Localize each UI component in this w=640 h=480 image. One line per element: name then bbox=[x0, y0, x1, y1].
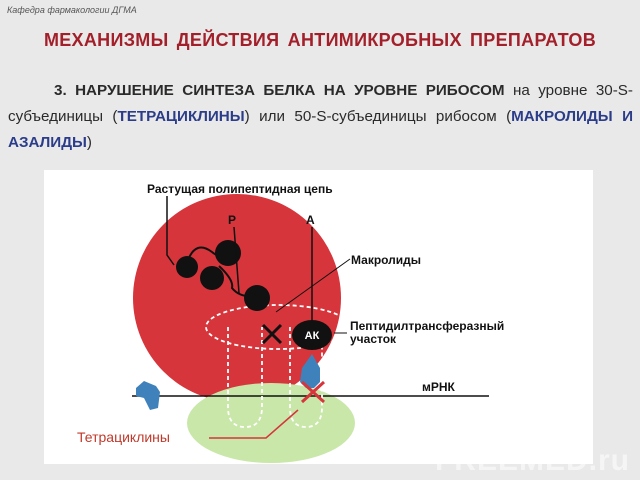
trna-p-site-outline bbox=[227, 327, 263, 428]
mrna-label: мРНК bbox=[422, 380, 456, 394]
macrolides-leader bbox=[275, 258, 351, 313]
paragraph-text-2: ) или 50-S-субъединицы рибосом ( bbox=[244, 108, 512, 125]
trna-a-site bbox=[300, 354, 320, 388]
watermark-logo: FREEMED.ru bbox=[434, 444, 630, 477]
tetracycline-block-mark bbox=[300, 380, 326, 404]
trna-left bbox=[136, 381, 160, 410]
ribosome-diagram: Растущая полипептидная цепь P A Макролид… bbox=[44, 170, 593, 464]
small-subunit-30s bbox=[187, 383, 355, 463]
site-a-label: A bbox=[306, 213, 315, 227]
amino-acid-4 bbox=[244, 285, 270, 311]
slide-title: МЕХАНИЗМЫ ДЕЙСТВИЯ АНТИМИКРОБНЫХ ПРЕПАРА… bbox=[43, 30, 597, 50]
tetracyclines-leader bbox=[209, 409, 299, 439]
macrolide-block-mark bbox=[261, 323, 283, 345]
paragraph-lead: НАРУШЕНИЕ СИНТЕЗА БЕЛКА НА УРОВНЕ РИБОСО… bbox=[75, 82, 505, 99]
chain-pointer-line bbox=[166, 196, 175, 266]
department-label: Кафедра фармакологии ДГМА bbox=[7, 5, 137, 15]
paragraph-text-1: на уровне 30-S-субъединицы ( bbox=[8, 82, 633, 125]
trna-a-site-outline bbox=[289, 327, 323, 428]
large-subunit-50s bbox=[133, 194, 341, 402]
tetracyclines-label: Тетрациклины bbox=[77, 429, 170, 445]
aminoacyl-amino-acid bbox=[292, 320, 332, 350]
peptidyl-label-line1: Пептидилтрансферазный bbox=[350, 319, 504, 333]
p-site-line bbox=[233, 226, 240, 294]
growing-chain-label: Растущая полипептидная цепь bbox=[147, 182, 333, 196]
paragraph-text-3: ) bbox=[86, 134, 92, 151]
aa-label: АК bbox=[305, 330, 320, 342]
amino-acid-2 bbox=[215, 240, 241, 266]
macrolides-label: Макролиды bbox=[351, 253, 421, 267]
paragraph-number: 3. bbox=[54, 82, 67, 99]
site-p-label: P bbox=[228, 213, 236, 227]
peptidyl-transferase-site bbox=[205, 304, 351, 350]
peptidyl-label-line2: участок bbox=[350, 332, 397, 346]
ribosome-diagram-svg: Растущая полипептидная цепь P A Макролид… bbox=[77, 182, 504, 463]
amino-acid-3 bbox=[200, 266, 224, 290]
drug-tetracyclines: ТЕТРАЦИКЛИНЫ bbox=[117, 108, 245, 125]
amino-acid-1 bbox=[176, 256, 198, 278]
description-paragraph: 3. НАРУШЕНИЕ СИНТЕЗА БЕЛКА НА УРОВНЕ РИБ… bbox=[8, 78, 633, 156]
drug-macrolides: МАКРОЛИДЫ И АЗАЛИДЫ bbox=[8, 108, 633, 151]
